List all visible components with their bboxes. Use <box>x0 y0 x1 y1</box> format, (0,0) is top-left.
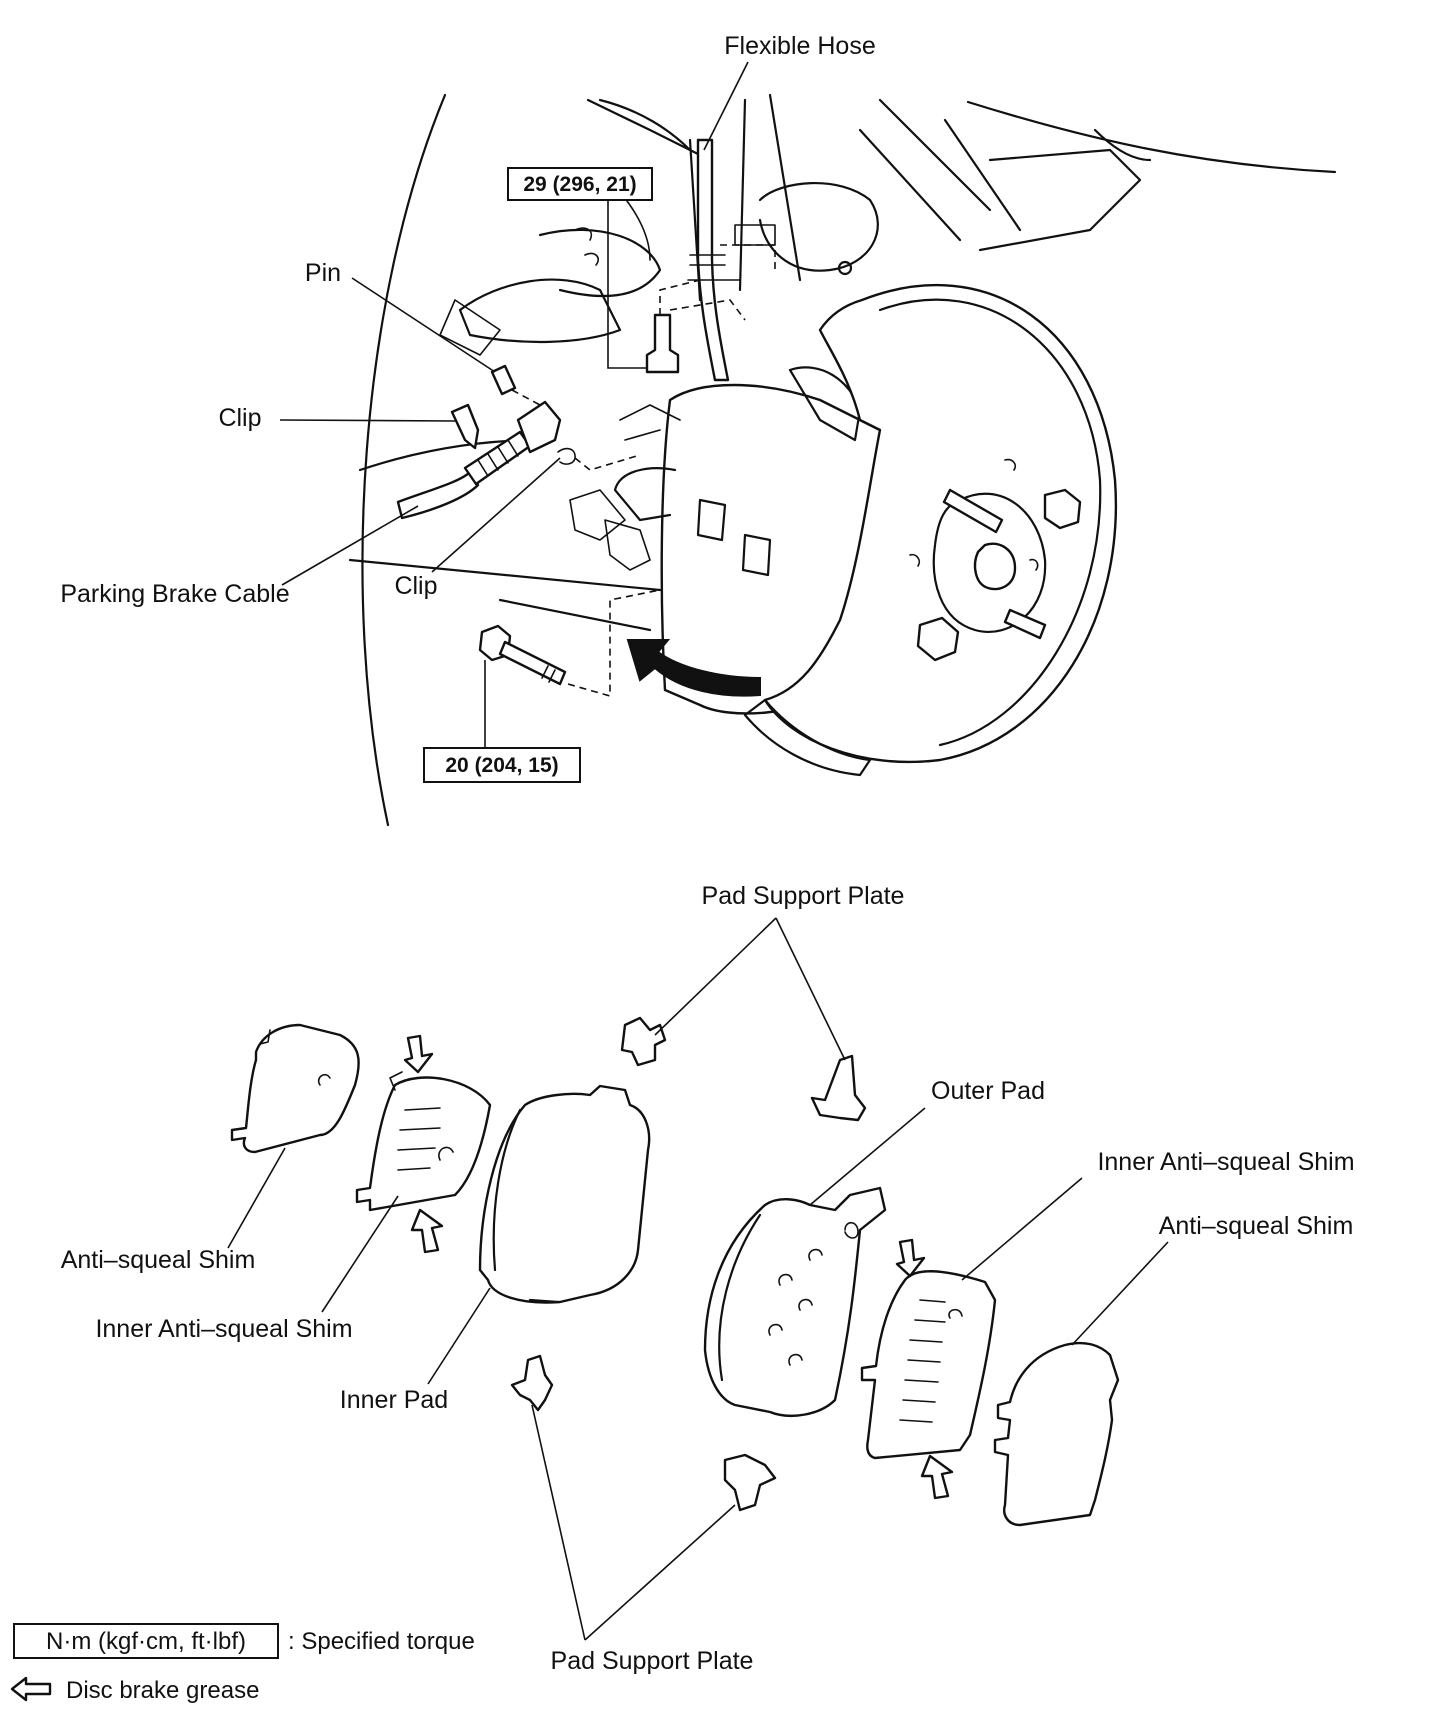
grease-arrow-shim-right-bottom <box>920 1454 954 1500</box>
label-inner-anti-squeal-shim-right: Inner Anti–squeal Shim <box>1097 1148 1354 1176</box>
flexible-hose <box>696 138 730 382</box>
wheel-well-arc-top <box>966 100 1337 174</box>
grease-arrow-shim-left-bottom <box>410 1208 444 1254</box>
wheel-stud-1 <box>942 488 1004 534</box>
label-inner-anti-squeal-shim-left: Inner Anti–squeal Shim <box>95 1315 352 1343</box>
strut-body <box>586 98 702 157</box>
wheel-nut-2 <box>916 616 960 662</box>
label-pad-support-plate-bottom: Pad Support Plate <box>551 1647 754 1675</box>
pad-support-plate-bottom-right <box>723 1453 777 1512</box>
inner-anti-squeal-shim-right <box>860 1270 997 1460</box>
grease-arrow-shim-left-top <box>403 1034 434 1074</box>
upper-arm <box>978 148 1142 252</box>
inner-anti-squeal-shim-left <box>355 1076 492 1212</box>
label-inner-pad: Inner Pad <box>340 1386 448 1414</box>
inner-pad <box>478 1084 651 1304</box>
grease-arrow-icon <box>10 1676 52 1702</box>
cable-clevis <box>516 400 562 454</box>
legend-torque-box <box>13 1623 279 1659</box>
anti-squeal-shim-right <box>993 1341 1120 1527</box>
anti-squeal-shim-left <box>230 1023 360 1154</box>
hose-bolt <box>645 313 680 374</box>
grease-arrow-shim-right-top <box>895 1238 926 1278</box>
label-pin: Pin <box>305 259 341 287</box>
label-anti-squeal-shim-right: Anti–squeal Shim <box>1159 1212 1354 1240</box>
label-parking-brake-cable: Parking Brake Cable <box>60 580 289 608</box>
torque-box-hose <box>507 167 653 201</box>
label-anti-squeal-shim-left: Anti–squeal Shim <box>61 1246 256 1274</box>
rotation-arrow <box>626 639 761 697</box>
legend-torque-unit: N·m (kgf·cm, ft·lbf) <box>46 1628 246 1655</box>
label-outer-pad: Outer Pad <box>931 1077 1045 1105</box>
torque-box-caliper <box>423 747 581 783</box>
clip-lower <box>557 447 576 465</box>
label-flexible-hose: Flexible Hose <box>724 32 875 60</box>
torque-hose-text: 29 (296, 21) <box>523 173 636 196</box>
legend-torque-desc: : Specified torque <box>288 1628 475 1655</box>
clip-upper <box>450 403 480 450</box>
legend-grease-desc: Disc brake grease <box>66 1677 259 1704</box>
pad-support-plate-top-left <box>620 1016 667 1067</box>
upper-assembly: 29 (296, 21) 20 (204, 15) Flexible Hose … <box>60 32 1337 827</box>
torque-caliper-text: 20 (204, 15) <box>445 754 558 777</box>
wheel-well-arc-left <box>361 93 447 827</box>
hub-cap <box>973 542 1017 591</box>
lower-arm <box>348 438 662 632</box>
pad-support-plate-top-right <box>810 1054 867 1122</box>
legend: N·m (kgf·cm, ft·lbf) : Specified torque … <box>10 1623 475 1704</box>
pad-support-plate-bottom-left <box>510 1354 554 1412</box>
label-clip-upper: Clip <box>218 404 261 432</box>
lower-assembly: Pad Support Plate Outer Pad Inner Anti–s… <box>61 882 1355 1675</box>
wheel-nut-1 <box>1043 488 1082 530</box>
hub <box>932 492 1047 633</box>
outer-pad <box>703 1186 887 1417</box>
label-clip-lower: Clip <box>394 572 437 600</box>
pin <box>490 364 517 396</box>
label-pad-support-plate-top: Pad Support Plate <box>702 882 905 910</box>
wheel-stud-2 <box>1003 608 1047 640</box>
